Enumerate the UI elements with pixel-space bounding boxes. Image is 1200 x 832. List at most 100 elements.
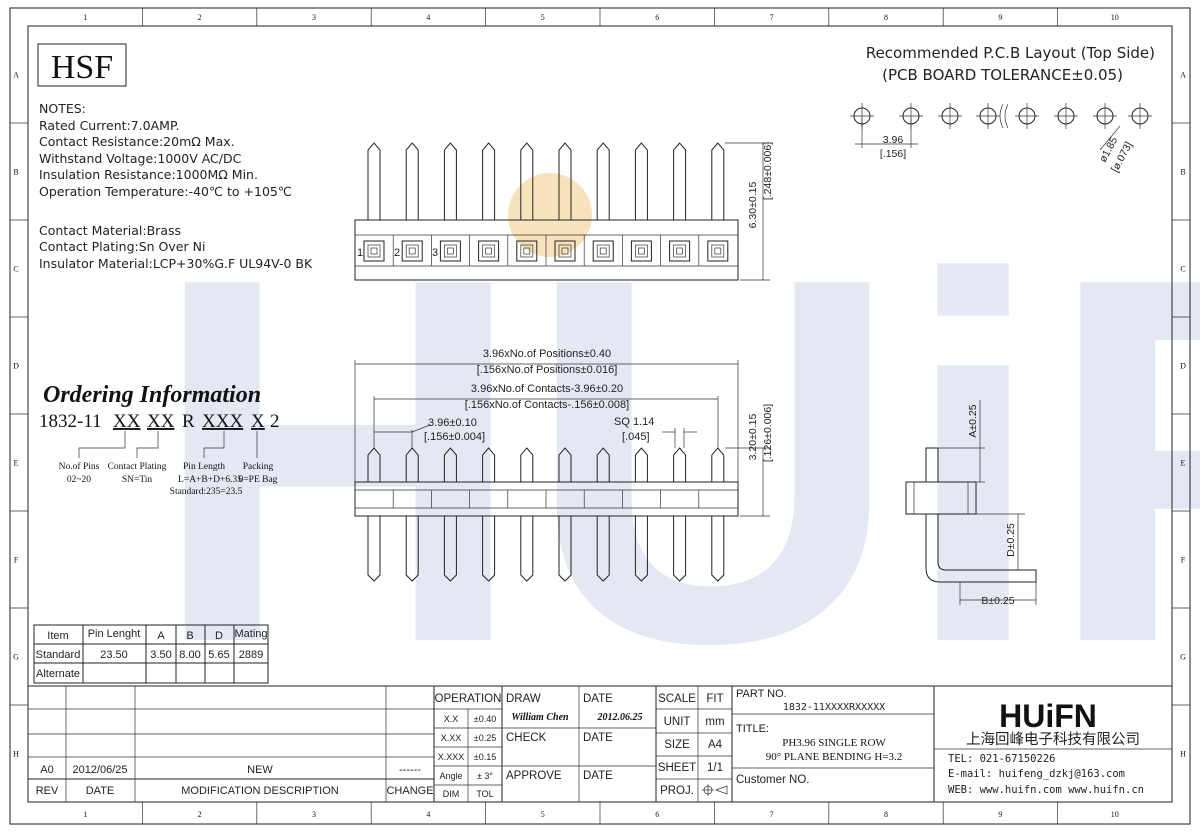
note-line: Insulation Resistance:1000MΩ Min.: [39, 167, 258, 182]
front-height-dim: 3.20±0.15: [747, 414, 759, 461]
pin-square-inner: [635, 244, 648, 258]
rev-value: A0: [40, 764, 53, 776]
top-pin: [673, 142, 687, 220]
top-pin: [367, 142, 381, 220]
pin-square-core: [523, 247, 531, 255]
front-pin-top: [634, 447, 648, 482]
sheet-label: SHEET: [658, 762, 696, 774]
pcb-layout-title: Recommended P.C.B Layout (Top Side): [866, 44, 1155, 62]
pin-length-table: Item Pin Lenght A B D Mating Standard 23…: [33, 624, 269, 684]
front-view-pins: [367, 447, 725, 582]
size-label: SIZE: [664, 739, 690, 751]
row-label: C: [13, 265, 18, 274]
pin-square: [669, 240, 691, 262]
pin-number: 3: [432, 247, 438, 259]
date-label: DATE: [583, 732, 613, 744]
company-tel: TEL: 021-67150226: [948, 753, 1055, 765]
hsf-logo-box: [37, 43, 127, 87]
pin-square-core: [676, 247, 683, 255]
tol-value: ±0.40: [474, 714, 496, 724]
column-label: 10: [1111, 810, 1119, 819]
table-cell: 2889: [239, 649, 263, 661]
pin-square: [630, 240, 652, 262]
huifn-watermark: HUiFN: [150, 170, 1200, 751]
column-label: 1: [83, 13, 87, 22]
column-label: 10: [1111, 13, 1119, 22]
title-block: A0 2012/06/25 NEW ------ REV DATE MODIFI…: [27, 685, 1173, 803]
pin-square-inner: [444, 244, 457, 258]
proj-label: PROJ.: [660, 785, 694, 797]
company-name: 上海回峰电子科技有限公司: [966, 731, 1140, 748]
description-header: MODIFICATION DESCRIPTION: [181, 785, 339, 797]
table-cell: Alternate: [36, 668, 80, 680]
row-label: F: [1181, 556, 1186, 565]
row-label: H: [1180, 750, 1186, 759]
dim-a: A±0.25: [967, 404, 979, 437]
pcb-layout: Recommended P.C.B Layout (Top Side) (PCB…: [850, 44, 1155, 174]
svg-text:HUiFN: HUiFN: [150, 170, 1200, 751]
company-web: WEB: www.huifn.com www.huifn.cn: [948, 784, 1144, 796]
pin-square: [401, 240, 423, 262]
rev-date: 2012/06/25: [72, 764, 127, 776]
pin-square: [516, 240, 538, 262]
draw-label: DRAW: [506, 693, 541, 705]
front-pin-bottom: [443, 516, 457, 582]
dim-positions: 3.96xNo.of Positions±0.40: [483, 348, 611, 360]
column-label: 2: [198, 13, 202, 22]
table-header: Mating: [234, 628, 267, 640]
date-label: DATE: [583, 770, 613, 782]
part-no-label: PART NO.: [736, 688, 787, 700]
front-pin-top: [520, 447, 534, 482]
pin-square-core: [370, 247, 378, 255]
row-label: A: [1180, 71, 1186, 80]
column-label: 8: [884, 13, 888, 22]
hsf-logo: HSF: [51, 49, 113, 86]
row-label: E: [14, 459, 19, 468]
column-label: 4: [426, 810, 430, 819]
ordering-heading: Ordering Information: [43, 382, 261, 408]
pin-number: 2: [394, 247, 400, 259]
tol-value: ± 3°: [477, 771, 493, 781]
unit-label: UNIT: [664, 716, 691, 728]
pin-square-core: [561, 247, 569, 255]
pin-square: [592, 240, 614, 262]
row-label: B: [1180, 168, 1185, 177]
column-label: 4: [426, 13, 430, 22]
front-pin-bottom: [558, 516, 572, 582]
front-view: 3.96xNo.of Positions±0.40 [.156xNo.of Po…: [354, 348, 774, 582]
front-pin-top: [673, 447, 687, 482]
part-no: 1832-11XXXXRXXXXX: [783, 702, 885, 713]
top-pin: [405, 142, 419, 220]
front-pin-top: [596, 447, 610, 482]
rev-description: NEW: [247, 764, 273, 776]
front-pin-top: [443, 447, 457, 482]
column-label: 3: [312, 13, 316, 22]
customer-label: Customer NO.: [736, 774, 810, 786]
pin-square: [554, 240, 576, 262]
frame-ticks: [10, 8, 1190, 824]
legend-extra: Standard:235=23.5: [170, 487, 243, 497]
table-cell: 23.50: [100, 649, 128, 661]
rev-change: ------: [399, 764, 421, 776]
material-line: Contact Plating:Sn Over Ni: [39, 239, 205, 254]
table-cell: 5.65: [208, 649, 229, 661]
table-header: A: [157, 630, 165, 642]
operation-label: OPERATION: [435, 693, 502, 705]
ordering-code-pins: XX: [113, 411, 141, 432]
dim-square: SQ 1.14: [614, 416, 654, 428]
front-pin-bottom: [405, 516, 419, 582]
pcb-layout-tolerance: (PCB BOARD TOLERANCE±0.05): [882, 66, 1123, 84]
rev-header: REV: [36, 785, 59, 797]
front-pin-bottom: [711, 516, 725, 582]
note-line: Rated Current:7.0AMP.: [39, 118, 180, 133]
dim-label: DIM: [443, 789, 460, 799]
tol-dim: X.XX: [441, 733, 462, 743]
scale-label: SCALE: [658, 693, 696, 705]
row-label: B: [13, 168, 18, 177]
front-pin-top: [482, 447, 496, 482]
table-header: Pin Lenght: [88, 628, 141, 640]
dim-pitch-inch: [.156±0.004]: [424, 431, 485, 443]
row-label: G: [13, 653, 19, 662]
